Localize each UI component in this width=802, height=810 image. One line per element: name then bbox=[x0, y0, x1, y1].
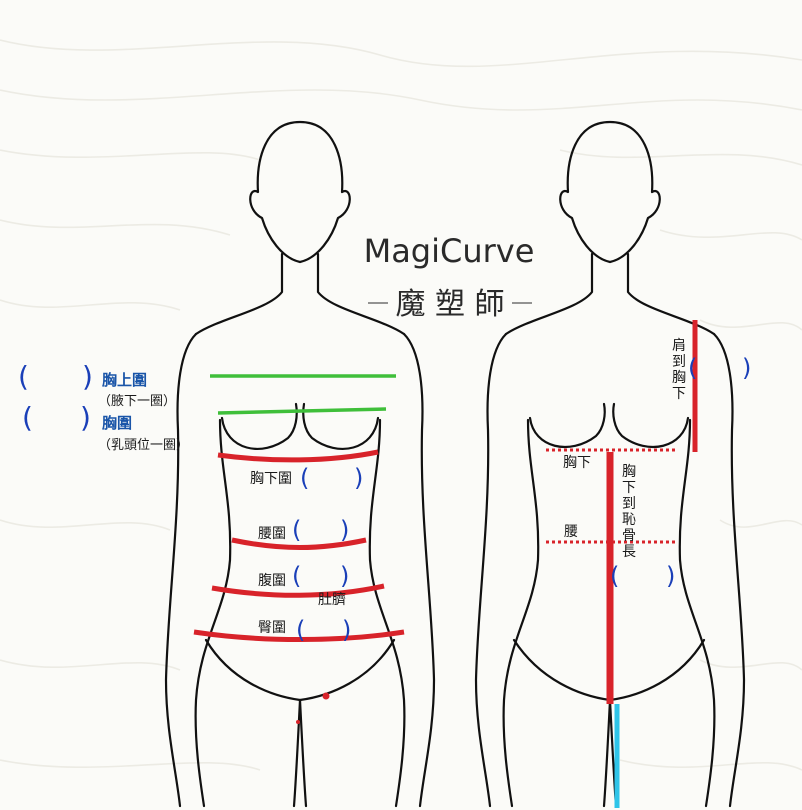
pubic-label-char-3: 到 bbox=[622, 496, 636, 512]
underbust-label: 胸下圍 bbox=[250, 471, 292, 487]
back-labels: 肩 到 胸 下 ( ) 胸下 腰 胸 下 到 恥 骨 長 ( ) bbox=[563, 338, 751, 590]
waist-blank-close[interactable]: ) bbox=[340, 516, 349, 544]
abdomen-line bbox=[211, 583, 385, 598]
upper-chest-note: （腋下一圈） bbox=[98, 394, 176, 409]
bust-blank-open[interactable]: ( bbox=[22, 401, 33, 434]
pubic-label-char-2: 下 bbox=[622, 480, 636, 496]
background-waves bbox=[0, 39, 802, 771]
upper-chest-blank-open[interactable]: ( bbox=[18, 360, 29, 393]
bust-line bbox=[217, 407, 387, 415]
front-measurement-lines bbox=[193, 374, 405, 724]
shoulder-label-char-2: 到 bbox=[672, 354, 686, 370]
hip-line bbox=[193, 629, 405, 642]
shoulder-label-char-4: 下 bbox=[672, 386, 686, 402]
pubic-label-char-1: 胸 bbox=[622, 464, 636, 480]
pubic-blank-close[interactable]: ) bbox=[666, 562, 675, 590]
hip-label: 臀圍 bbox=[258, 620, 286, 636]
back-measurement-lines bbox=[546, 320, 698, 808]
abdomen-blank-close[interactable]: ) bbox=[340, 562, 349, 590]
shoulder-label-char-1: 肩 bbox=[672, 338, 686, 354]
bust-note: （乳頭位一圈） bbox=[98, 438, 189, 453]
hip-blank-close[interactable]: ) bbox=[342, 616, 351, 644]
front-figure-outline bbox=[164, 120, 436, 808]
abdomen-blank-open[interactable]: ( bbox=[292, 562, 301, 590]
underbust-blank-open[interactable]: ( bbox=[300, 464, 309, 492]
waist-back-label: 腰 bbox=[564, 524, 578, 540]
shoulder-blank-close[interactable]: ) bbox=[742, 354, 751, 382]
underbust-line bbox=[217, 449, 379, 463]
upper-chest-blank-close[interactable]: ) bbox=[82, 360, 93, 393]
pubic-label-char-4: 恥 bbox=[622, 512, 636, 528]
pubic-label-char-5: 骨 bbox=[622, 528, 636, 544]
abdomen-label: 腹圍 bbox=[258, 572, 286, 589]
waist-blank-open[interactable]: ( bbox=[292, 516, 301, 544]
upper-chest-label: 胸上圍 bbox=[102, 371, 147, 389]
underbust-back-label: 胸下 bbox=[563, 455, 591, 471]
brand: MagiCurve 魔 塑 師 bbox=[364, 232, 535, 322]
shoulder-label-char-3: 胸 bbox=[672, 370, 686, 386]
waist-line bbox=[231, 537, 367, 550]
navel-label: 肚臍 bbox=[318, 592, 346, 608]
hip-blank-open[interactable]: ( bbox=[296, 616, 305, 644]
brand-subtitle: 魔 塑 師 bbox=[395, 287, 504, 322]
underbust-blank-close[interactable]: ) bbox=[354, 464, 363, 492]
waist-label: 腰圍 bbox=[258, 526, 286, 542]
pubic-label-char-6: 長 bbox=[622, 544, 636, 560]
shoulder-blank-open[interactable]: ( bbox=[688, 354, 697, 382]
pubic-blank-open[interactable]: ( bbox=[610, 562, 619, 590]
front-labels: ( ) 胸上圍 （腋下一圈） ( ) 胸圍 （乳頭位一圈） 胸下圍 ( ) 腰圍… bbox=[18, 360, 363, 644]
brand-name: MagiCurve bbox=[364, 232, 535, 270]
bust-label: 胸圍 bbox=[102, 414, 132, 432]
bust-blank-close[interactable]: ) bbox=[80, 401, 91, 434]
